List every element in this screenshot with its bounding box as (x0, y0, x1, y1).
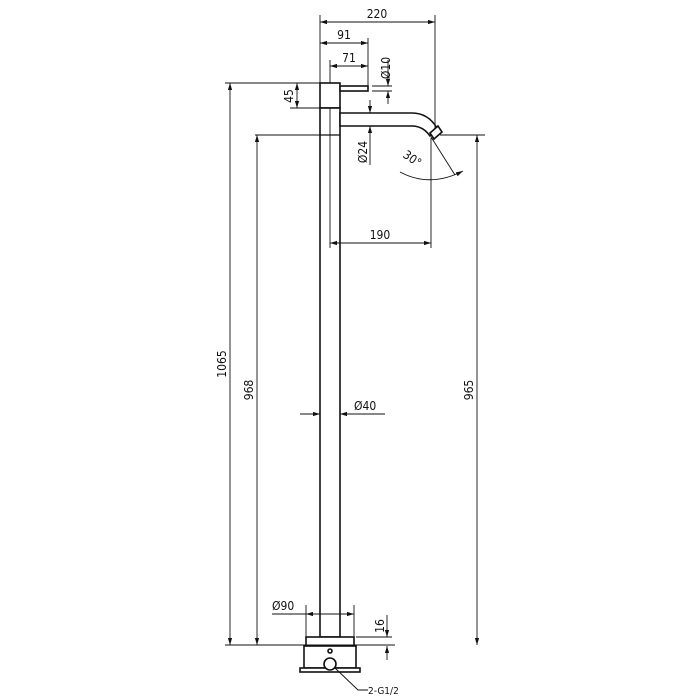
label-inlet: 2-G1/2 (368, 686, 399, 697)
label-968: 968 (242, 380, 256, 401)
label-16: 16 (373, 619, 387, 633)
lever (339, 85, 369, 92)
label-71: 71 (342, 51, 356, 65)
extension-lines (225, 15, 485, 646)
label-d90: Ø90 (272, 599, 294, 613)
dim-30deg (399, 170, 464, 181)
label-1065: 1065 (215, 350, 229, 377)
faucet-body (299, 82, 444, 673)
label-220: 220 (367, 7, 388, 21)
inlet-leader (334, 667, 368, 691)
label-d10: Ø10 (379, 57, 393, 79)
spout (339, 112, 438, 138)
label-965: 965 (462, 380, 476, 401)
angle-leader (430, 136, 456, 176)
inlet-pipe (323, 657, 337, 671)
label-d24: Ø24 (356, 141, 370, 163)
label-91: 91 (337, 28, 351, 42)
label-30deg: 30° (400, 148, 424, 170)
label-45: 45 (282, 89, 296, 103)
label-d40: Ø40 (354, 399, 376, 413)
handle (319, 82, 341, 109)
label-190: 190 (370, 228, 391, 242)
aerator (428, 124, 444, 141)
screw-hole (327, 648, 333, 654)
